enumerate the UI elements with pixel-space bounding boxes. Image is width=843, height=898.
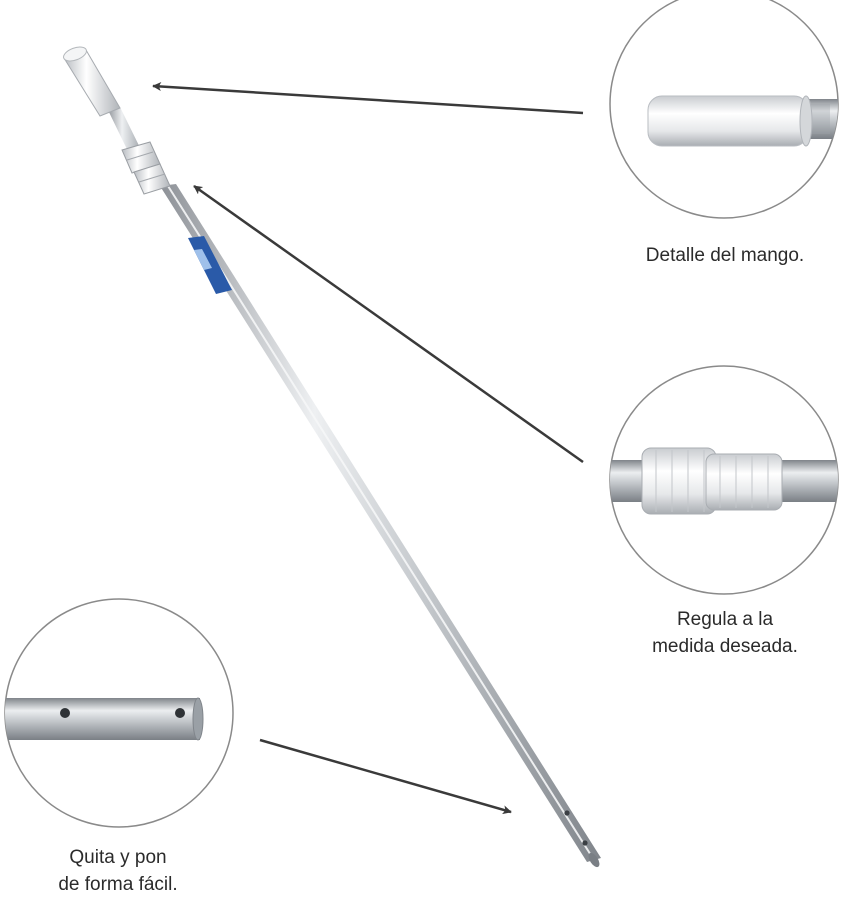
- arrow-to-collar: [193, 184, 584, 464]
- caption-line: Regula a la: [676, 609, 774, 630]
- arrow-to-handle: [152, 82, 584, 115]
- telescopic-pole: [63, 46, 601, 868]
- callout-remove: [4, 598, 234, 828]
- brand-label-icon: [188, 236, 232, 294]
- pole-hole-icon: [564, 810, 570, 816]
- pole-lower-tube: [160, 184, 601, 868]
- callout-adjust: [609, 365, 839, 595]
- pole-hole-icon: [582, 840, 588, 846]
- arrow-to-pole-end: [259, 738, 512, 815]
- caption-line: de forma fácil.: [58, 874, 178, 895]
- callout-handle: [609, 0, 839, 219]
- caption-line: Detalle del mango.: [645, 245, 805, 266]
- caption-line: medida deseada.: [652, 636, 798, 657]
- pole-collar: [121, 141, 171, 195]
- caption-remove-easily: Quita y pon de forma fácil.: [0, 844, 236, 898]
- caption-line: Quita y pon: [69, 847, 167, 868]
- caption-handle-detail: Detalle del mango.: [600, 242, 843, 269]
- pole-hole-icon: [60, 708, 70, 718]
- caption-adjust-length: Regula a la medida deseada.: [620, 606, 830, 660]
- collar-ring: [705, 453, 783, 511]
- pole-hole-icon: [175, 708, 185, 718]
- pole-handle-grip: [63, 46, 121, 117]
- collar-ring: [641, 447, 717, 515]
